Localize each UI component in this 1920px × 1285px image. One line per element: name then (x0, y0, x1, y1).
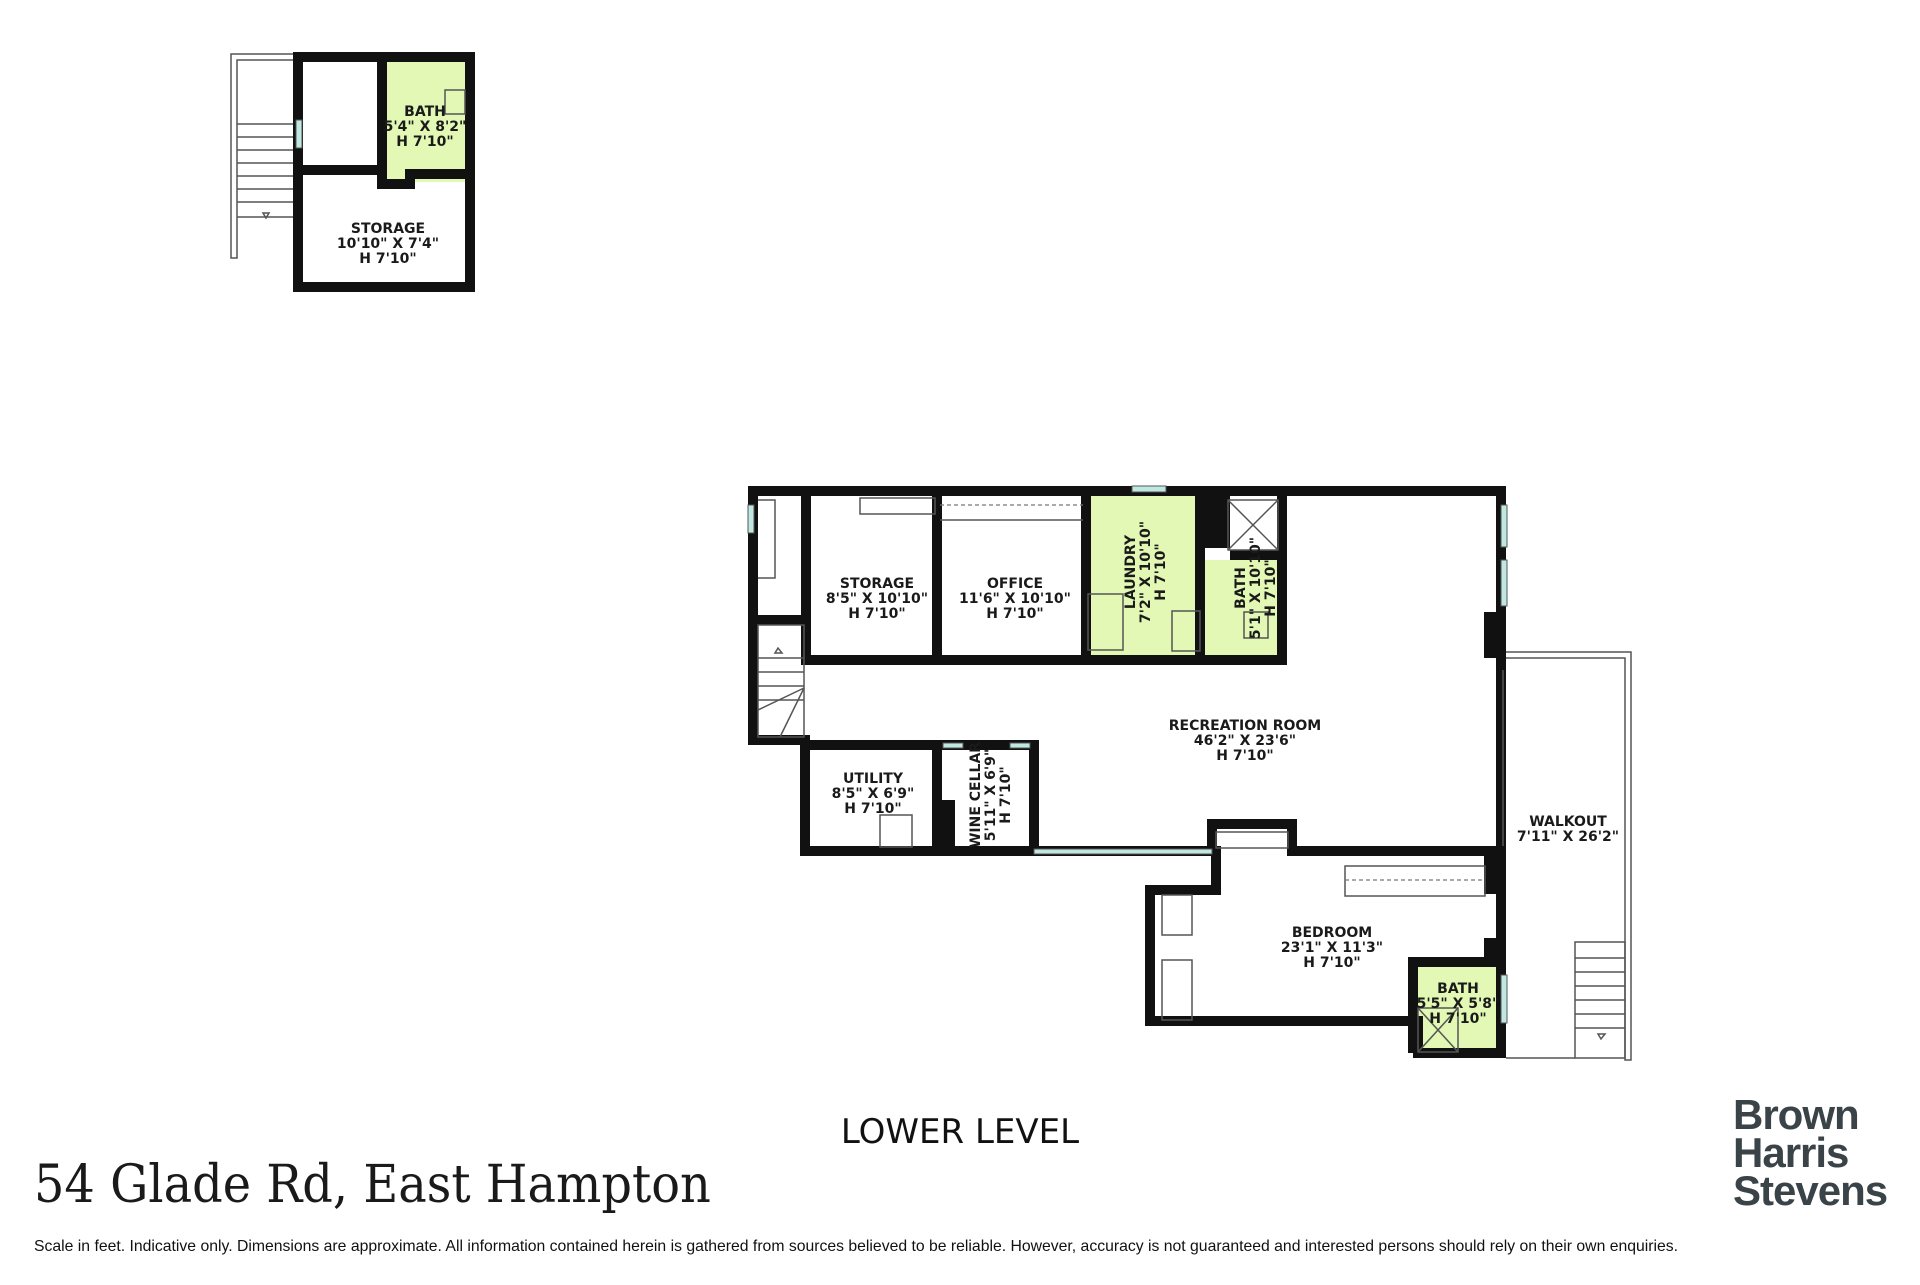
disclaimer: Scale in feet. Indicative only. Dimensio… (34, 1238, 1679, 1255)
room-name: BATH (404, 104, 446, 120)
room-name: RECREATION ROOM (1169, 718, 1321, 734)
room-height: H 7'10" (1303, 955, 1360, 971)
logo-line: Harris (1733, 1129, 1849, 1176)
room-name: BATH (1437, 981, 1479, 997)
room-height: H 7'10" (848, 606, 905, 622)
level-title: LOWER LEVEL (0, 1112, 1920, 1152)
room-height: H 7'10" (844, 801, 901, 817)
level-title-text: LOWER LEVEL (840, 1112, 1080, 1152)
room-name: WALKOUT (1529, 814, 1607, 830)
room-name: BATH (1233, 567, 1249, 609)
room-dims: 11'6" X 10'10" (959, 591, 1071, 607)
room-name: LAUNDRY (1123, 534, 1139, 609)
room-name: STORAGE (840, 576, 914, 592)
room-dims: 5'11" X 6'9" (983, 749, 999, 841)
room-name: STORAGE (351, 221, 425, 237)
room-height: H 7'10" (998, 766, 1014, 823)
room-height: H 7'10" (396, 134, 453, 150)
room-dims: 7'2" X 10'10" (1138, 521, 1154, 623)
upper-unit: BATH 5'4" X 8'2" H 7'10" STORAGE 10'10" … (230, 52, 475, 292)
room-name: UTILITY (843, 771, 904, 787)
room-height: H 7'10" (1263, 559, 1279, 616)
room-dims: 23'1" X 11'3" (1281, 940, 1383, 956)
room-dims: 5'1" X 10'10" (1248, 537, 1264, 639)
room-height: H 7'10" (986, 606, 1043, 622)
room-dims: 10'10" X 7'4" (337, 236, 439, 252)
property-address: 54 Glade Rd, East Hampton (34, 1155, 711, 1215)
room-dims: 8'5" X 6'9" (832, 786, 915, 802)
room-height: H 7'10" (1216, 748, 1273, 764)
room-dims: 8'5" X 10'10" (826, 591, 928, 607)
upper-stairs (230, 53, 295, 259)
interior-stairs (757, 499, 805, 738)
room-name: OFFICE (987, 576, 1043, 592)
room-height: H 7'10" (1153, 543, 1169, 600)
room-dims: 46'2" X 23'6" (1194, 733, 1296, 749)
room-dims: 5'5" X 5'8" (1417, 996, 1500, 1012)
room-height: H 7'10" (359, 251, 416, 267)
walkout-deck (1506, 651, 1632, 1061)
brokerage-logo: Brown Harris Stevens (1733, 1091, 1888, 1214)
room-name: WINE CELLAR (968, 742, 984, 848)
room-dims: 7'11" X 26'2" (1517, 829, 1619, 845)
logo-line: Stevens (1733, 1167, 1888, 1214)
room-height: H 7'10" (1429, 1011, 1486, 1027)
room-dims: 5'4" X 8'2" (384, 119, 467, 135)
room-name: BEDROOM (1292, 925, 1372, 941)
logo-line: Brown (1733, 1091, 1860, 1138)
lower-level-plan: STORAGE 8'5" X 10'10" H 7'10" OFFICE 11'… (747, 485, 1632, 1061)
